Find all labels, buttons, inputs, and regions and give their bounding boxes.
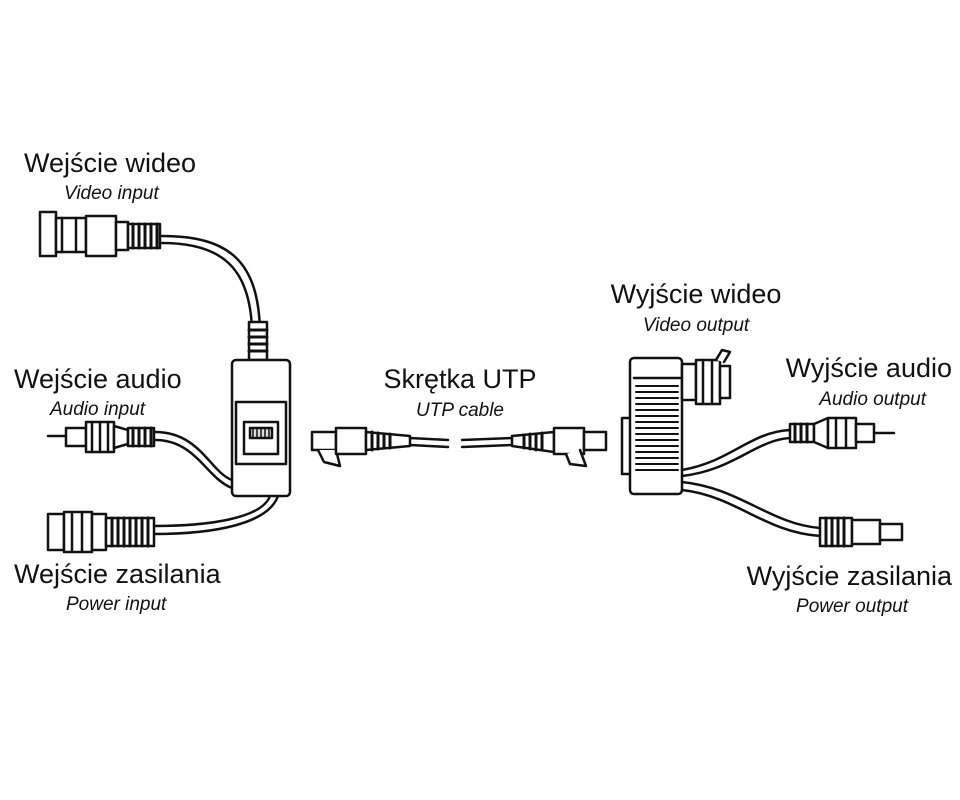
label-video-output: Wyjście wideo Video output — [611, 279, 782, 336]
label-utp-cable-pl: Skrętka UTP — [383, 364, 536, 394]
label-power-output-pl: Wyjście zasilania — [747, 561, 953, 591]
label-video-output-pl: Wyjście wideo — [611, 279, 782, 309]
label-video-input: Wejście wideo Video input — [24, 148, 196, 204]
rca-plug-icon — [788, 416, 896, 450]
power-input-cable — [152, 494, 272, 528]
rca-plug-icon — [46, 420, 156, 454]
rj45-plug-icon — [510, 426, 608, 468]
label-audio-input-pl: Wejście audio — [14, 364, 182, 394]
label-audio-output-pl: Wyjście audio — [786, 353, 952, 383]
label-video-input-en: Video input — [64, 183, 159, 204]
dc-plug-icon — [818, 516, 904, 548]
audio-input-cable — [153, 430, 234, 482]
rj45-plug-icon — [310, 426, 412, 468]
label-power-output-en: Power output — [796, 596, 909, 617]
strain-relief-icon — [247, 320, 269, 362]
label-power-input: Wejście zasilania Power input — [14, 559, 222, 615]
receiver-box — [620, 356, 684, 496]
dc-socket-icon — [46, 510, 156, 554]
power-output-cable — [680, 480, 822, 530]
label-audio-output: Wyjście audio Audio output — [786, 353, 952, 410]
label-audio-input-en: Audio input — [49, 399, 146, 420]
label-audio-output-en: Audio output — [818, 389, 926, 410]
video-input-cable — [160, 234, 262, 332]
label-power-output: Wyjście zasilania Power output — [747, 561, 953, 617]
label-audio-input: Wejście audio Audio input — [14, 364, 182, 420]
transmitter-box — [230, 358, 292, 498]
bnc-connector-icon — [680, 348, 732, 406]
bnc-connector-icon — [38, 210, 162, 258]
label-utp-cable-en: UTP cable — [416, 400, 504, 421]
label-power-input-pl: Wejście zasilania — [14, 559, 222, 589]
label-utp-cable: Skrętka UTP UTP cable — [383, 364, 536, 421]
label-video-input-pl: Wejście wideo — [24, 148, 196, 178]
label-power-input-en: Power input — [66, 594, 167, 615]
audio-output-cable — [680, 428, 792, 472]
utp-cable-line — [408, 436, 450, 449]
label-video-output-en: Video output — [643, 315, 750, 336]
